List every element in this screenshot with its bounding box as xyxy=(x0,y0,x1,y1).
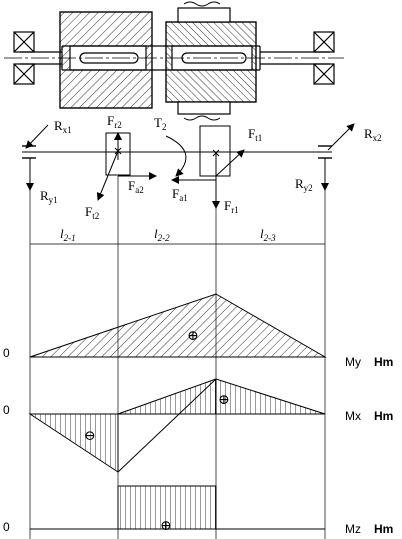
ft2-label: Ft2 xyxy=(85,204,99,221)
my-moment-diagram: 0 My Нm ⊕ xyxy=(3,293,393,369)
rx2-label: Rx2 xyxy=(364,126,382,143)
mz-moment-diagram: 0 Mz Нm ⊕ xyxy=(3,485,393,536)
rx1-arrow xyxy=(25,124,49,149)
fr1-label: Fr1 xyxy=(224,198,239,215)
span-l23-label: l2-3 xyxy=(260,226,276,243)
shaft-assembly-drawing xyxy=(4,1,344,121)
fr2-label: Fr2 xyxy=(107,113,122,130)
mx-plus-sign: ⊕ xyxy=(218,393,230,408)
ry1-label: Ry1 xyxy=(40,188,58,205)
rx1-label: Rx1 xyxy=(54,118,72,135)
gear1-block xyxy=(199,125,231,177)
ry2-label: Ry2 xyxy=(295,176,313,193)
force-scheme xyxy=(22,123,355,539)
span-l21-label: l2-1 xyxy=(60,226,76,243)
my-unit: Нm xyxy=(374,355,393,369)
my-label: My xyxy=(345,355,361,369)
left-bearing xyxy=(13,31,35,85)
torque-label: T2 xyxy=(154,115,166,132)
ft2-arrow xyxy=(96,150,119,201)
mx-label: Mx xyxy=(345,409,361,423)
mx-zero-label: 0 xyxy=(3,403,10,417)
torque-arrow xyxy=(165,135,187,177)
mx-moment-diagram: 0 Mx Нm ⊖ ⊕ xyxy=(3,378,393,473)
mz-label: Mz xyxy=(345,522,361,536)
force-labels: Rx1 Ry1 Rx2 Ry2 Fr2 Ft2 Fa2 Fr1 Ft1 Fa1 … xyxy=(40,113,382,221)
rx2-arrow xyxy=(327,123,355,151)
mx-unit: Нm xyxy=(374,409,393,423)
fa2-label: Fa2 xyxy=(128,178,144,195)
my-sign: ⊕ xyxy=(187,329,199,344)
span-labels: l2-1 l2-2 l2-3 xyxy=(60,226,276,243)
right-gear xyxy=(165,1,257,121)
ft1-label: Ft1 xyxy=(248,126,262,143)
fa1-label: Fa1 xyxy=(172,186,188,203)
ft1-arrow xyxy=(215,149,245,177)
mx-minus-sign: ⊖ xyxy=(84,429,96,444)
mz-sign: ⊕ xyxy=(160,519,172,534)
mz-zero-label: 0 xyxy=(3,520,10,534)
my-zero-label: 0 xyxy=(3,346,10,360)
mz-unit: Нm xyxy=(374,522,393,536)
span-l22-label: l2-2 xyxy=(154,226,170,243)
left-gear xyxy=(59,11,153,109)
